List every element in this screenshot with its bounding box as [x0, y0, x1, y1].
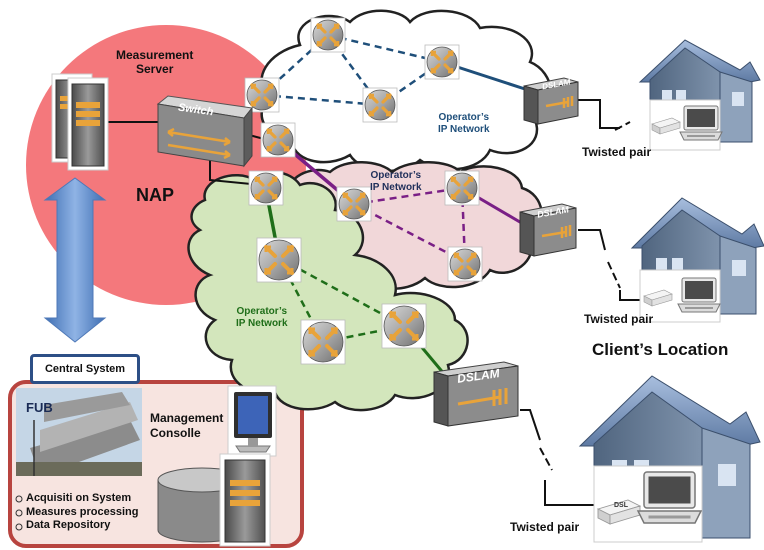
central-system-label: Central System [30, 354, 140, 384]
router-icon [299, 318, 347, 366]
management-console-label: Management Consolle [150, 411, 224, 440]
dslam-icon [519, 203, 577, 257]
router-icon [443, 169, 481, 207]
router-icon [243, 76, 281, 114]
fub-label: FUB [26, 400, 53, 415]
router-icon [423, 43, 461, 81]
server-icon [219, 453, 271, 547]
nap-label: NAP [136, 185, 175, 205]
router-icon [446, 245, 484, 283]
dslam-icon [523, 77, 579, 125]
laptop-icon [636, 470, 703, 525]
twisted-pair-label-2: Twisted pair [584, 312, 654, 326]
list-item: Measures processing [26, 505, 139, 518]
network-label-blue: Operator’s IP Network [438, 112, 490, 135]
central-functions-list: Acquisiti on System Measures processing … [26, 492, 139, 533]
server-icon [51, 73, 109, 171]
bidirectional-arrow [43, 177, 107, 343]
network-label-purple: Operator’s IP Network [370, 170, 422, 193]
twisted-pair-label-3: Twisted pair [510, 520, 580, 534]
router-icon [255, 236, 303, 284]
router-icon [335, 185, 373, 223]
twisted-pair-lines [520, 99, 640, 506]
laptop-icon [677, 277, 721, 313]
cloud-blue-network [260, 9, 553, 173]
measurement-server-label: Measurement Server [116, 48, 194, 76]
list-item: Data Repository [26, 519, 111, 531]
router-icon [361, 86, 399, 124]
router-icon [259, 121, 297, 159]
building-photo [16, 388, 142, 476]
dslam-icon [433, 361, 519, 427]
dsl-label: DSL [614, 502, 628, 509]
twisted-pair-label-1: Twisted pair [582, 145, 652, 159]
list-item: Acquisiti on System [26, 492, 132, 504]
router-icon [309, 16, 347, 54]
network-label-green: Operator’s IP Network [236, 306, 288, 329]
monitor-icon [227, 385, 277, 457]
switch-icon [156, 95, 253, 168]
router-icon [380, 302, 428, 350]
bullet-icons [15, 495, 23, 531]
client-location-label: Client’s Location [592, 340, 729, 359]
router-icon [247, 169, 285, 207]
laptop-icon [679, 105, 723, 141]
